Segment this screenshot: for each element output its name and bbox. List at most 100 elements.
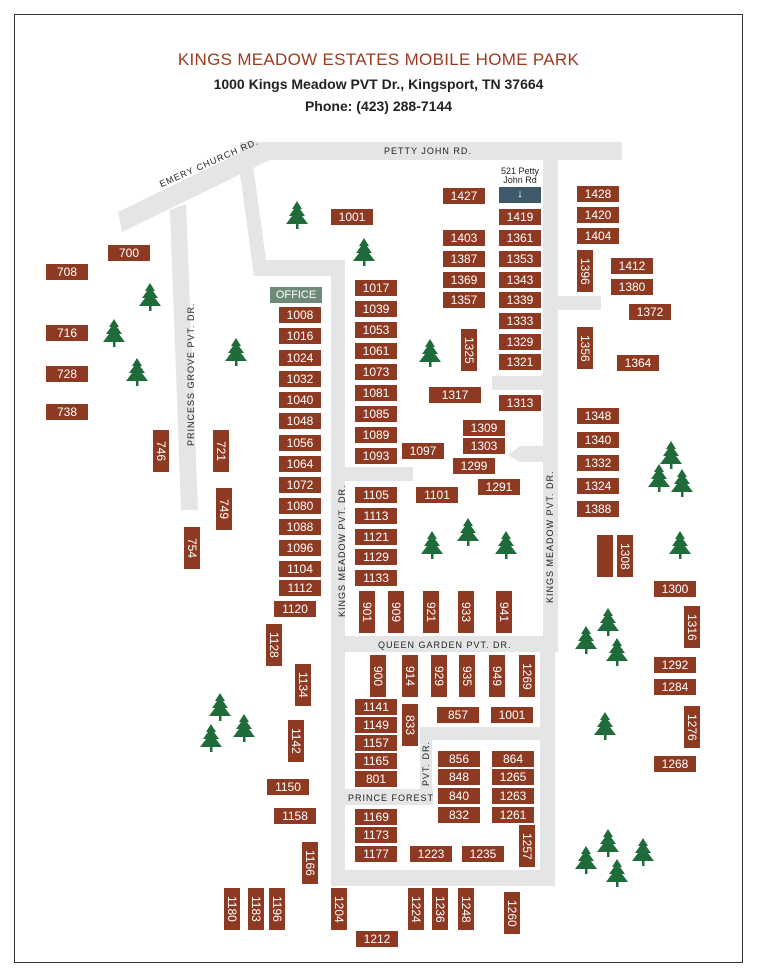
lot[interactable]: 1276 — [684, 706, 700, 748]
lot[interactable]: 1308 — [617, 535, 633, 577]
lot[interactable]: 1105 — [355, 487, 397, 503]
lot[interactable]: 1001 — [331, 209, 373, 225]
lot[interactable]: 1080 — [279, 498, 321, 514]
lot[interactable]: 1268 — [654, 756, 696, 772]
lot[interactable]: 1017 — [355, 280, 397, 296]
lot[interactable]: 1420 — [577, 207, 619, 223]
lot[interactable]: 1149 — [355, 717, 397, 733]
lot[interactable]: 1173 — [355, 827, 397, 843]
lot[interactable]: 1313 — [499, 395, 541, 411]
lot[interactable]: 1427 — [443, 188, 485, 204]
lot[interactable]: 721 — [213, 430, 229, 472]
lot[interactable]: 1180 — [224, 888, 240, 930]
lot[interactable]: 1093 — [355, 448, 397, 464]
lot[interactable]: 1248 — [458, 888, 474, 930]
lot[interactable]: 708 — [46, 264, 88, 280]
lot[interactable]: 1321 — [499, 354, 541, 370]
lot[interactable]: 848 — [438, 769, 480, 785]
lot[interactable]: 1325 — [461, 329, 477, 371]
lot[interactable]: 1428 — [577, 186, 619, 202]
lot[interactable]: 1235 — [462, 846, 504, 862]
lot[interactable]: 1348 — [577, 408, 619, 424]
lot[interactable]: 738 — [46, 404, 88, 420]
lot[interactable]: 900 — [370, 655, 386, 697]
lot[interactable]: 1120 — [274, 601, 316, 617]
lot[interactable]: 1419 — [499, 209, 541, 225]
lot[interactable]: 1380 — [611, 279, 653, 295]
lot[interactable]: 1300 — [654, 581, 696, 597]
lot[interactable]: 1085 — [355, 406, 397, 422]
lot[interactable]: 1142 — [288, 720, 304, 762]
lot[interactable]: 1316 — [684, 606, 700, 648]
lot[interactable]: 1165 — [355, 753, 397, 769]
lot[interactable]: 856 — [438, 751, 480, 767]
lot[interactable]: 1113 — [355, 508, 397, 524]
lot[interactable]: 1097 — [402, 443, 444, 459]
lot[interactable]: 1333 — [499, 313, 541, 329]
lot[interactable]: 1158 — [274, 808, 316, 824]
lot[interactable]: 1387 — [443, 251, 485, 267]
lot[interactable]: 1121 — [355, 529, 397, 545]
lot[interactable]: 1056 — [279, 435, 321, 451]
lot[interactable]: 1412 — [611, 258, 653, 274]
lot[interactable]: 700 — [108, 245, 150, 261]
lot[interactable]: 1008 — [279, 307, 321, 323]
lot[interactable]: 1329 — [499, 334, 541, 350]
lot[interactable]: 1292 — [654, 657, 696, 673]
lot[interactable]: 1128 — [266, 624, 282, 666]
lot[interactable]: 1257 — [519, 825, 535, 867]
lot[interactable]: 1356 — [577, 327, 593, 369]
lot[interactable]: 1101 — [416, 487, 458, 503]
lot[interactable]: 1053 — [355, 322, 397, 338]
lot[interactable]: 1223 — [410, 846, 452, 862]
lot[interactable]: 1166 — [302, 842, 318, 884]
lot[interactable]: 1357 — [443, 292, 485, 308]
lot[interactable]: 840 — [438, 788, 480, 804]
lot[interactable]: 1353 — [499, 251, 541, 267]
lot[interactable]: 1265 — [492, 769, 534, 785]
lot[interactable]: 1072 — [279, 477, 321, 493]
lot[interactable]: 914 — [402, 655, 418, 697]
lot[interactable]: 901 — [359, 591, 375, 633]
lot[interactable]: 1157 — [355, 735, 397, 751]
lot[interactable]: 1169 — [355, 809, 397, 825]
marker-521-petty-john[interactable]: ↓ — [499, 187, 541, 203]
lot[interactable]: 833 — [402, 704, 418, 746]
lot[interactable]: 1088 — [279, 519, 321, 535]
lot[interactable]: 1040 — [279, 392, 321, 408]
lot[interactable]: 1196 — [269, 888, 285, 930]
lot[interactable]: 1388 — [577, 501, 619, 517]
lot[interactable]: 1204 — [331, 888, 347, 930]
lot[interactable]: 1073 — [355, 364, 397, 380]
lot[interactable]: 1133 — [355, 570, 397, 586]
lot[interactable] — [597, 535, 613, 577]
lot[interactable]: 1129 — [355, 549, 397, 565]
lot[interactable]: 1261 — [492, 807, 534, 823]
lot[interactable]: 1039 — [355, 301, 397, 317]
lot[interactable]: 1303 — [463, 438, 505, 454]
lot[interactable]: 1404 — [577, 228, 619, 244]
lot[interactable]: 754 — [184, 527, 200, 569]
lot[interactable]: 1339 — [499, 292, 541, 308]
lot[interactable]: 1024 — [279, 350, 321, 366]
lot[interactable]: 1104 — [279, 561, 321, 577]
lot[interactable]: 1032 — [279, 371, 321, 387]
lot[interactable]: 801 — [355, 771, 397, 787]
lot[interactable]: 1236 — [432, 888, 448, 930]
lot[interactable]: 1284 — [654, 679, 696, 695]
lot[interactable]: 1361 — [499, 230, 541, 246]
lot[interactable]: 749 — [216, 488, 232, 530]
lot[interactable]: 1064 — [279, 456, 321, 472]
lot[interactable]: 1016 — [279, 328, 321, 344]
lot[interactable]: 746 — [153, 430, 169, 472]
lot[interactable]: 832 — [438, 807, 480, 823]
lot[interactable]: 1081 — [355, 385, 397, 401]
lot[interactable]: 921 — [423, 591, 439, 633]
lot[interactable]: 929 — [431, 655, 447, 697]
lot[interactable]: 1324 — [577, 478, 619, 494]
lot[interactable]: 1001 — [491, 707, 533, 723]
lot[interactable]: 1269 — [519, 655, 535, 697]
lot[interactable]: 864 — [492, 751, 534, 767]
lot[interactable]: 716 — [46, 325, 88, 341]
lot[interactable]: 1112 — [279, 580, 321, 596]
